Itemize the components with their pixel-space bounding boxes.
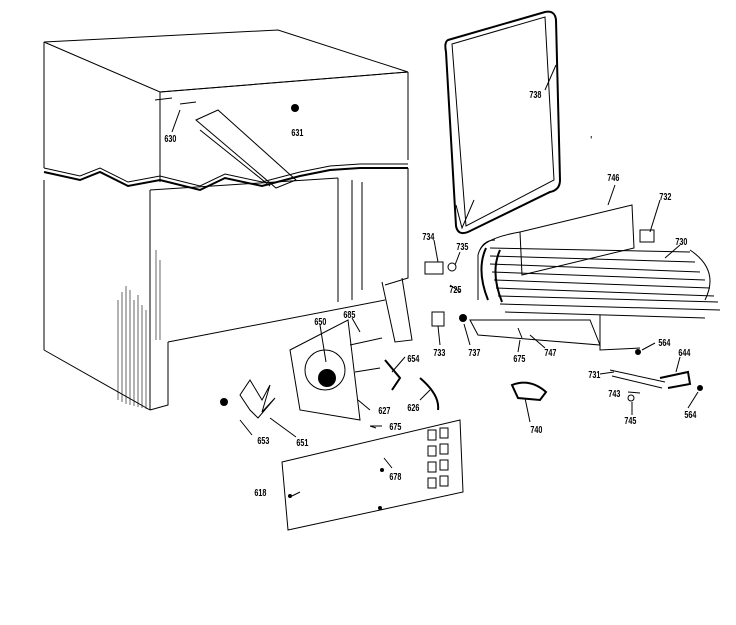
label-675b: 675: [389, 421, 401, 432]
label-738: 738: [529, 89, 541, 100]
label-653: 653: [257, 435, 269, 446]
label-651: 651: [296, 437, 308, 448]
label-654: 654: [407, 353, 419, 364]
label-740: 740: [530, 424, 542, 435]
label-731: 731: [588, 369, 600, 380]
label-730: 730: [675, 236, 687, 247]
leader-lines: [171, 64, 699, 497]
label-618: 618: [254, 487, 266, 498]
tick-mark: ': [590, 134, 592, 145]
label-733: 733: [433, 347, 445, 358]
fan-assembly: [220, 319, 440, 421]
label-678: 678: [389, 471, 401, 482]
label-626: 626: [407, 402, 419, 413]
condenser-coil: [424, 204, 721, 351]
label-564b: 564: [684, 409, 696, 420]
label-564a: 564: [658, 337, 670, 348]
label-685: 685: [343, 309, 355, 320]
part-labels: 630 631 738 746 732 734 735 730 725 685 …: [164, 89, 696, 498]
back-panel: [281, 419, 464, 531]
label-732: 732: [659, 191, 671, 202]
label-737: 737: [468, 347, 480, 358]
label-746: 746: [607, 172, 619, 183]
label-627: 627: [378, 405, 390, 416]
label-734: 734: [422, 231, 434, 242]
label-747: 747: [544, 347, 556, 358]
label-745: 745: [624, 415, 636, 426]
label-725: 725: [449, 284, 461, 295]
label-735: 735: [456, 241, 468, 252]
label-650: 650: [314, 316, 326, 327]
door-gasket-frame: [444, 10, 562, 235]
cabinet: [43, 29, 413, 411]
misc-small-parts: [369, 327, 703, 429]
label-631: 631: [291, 127, 303, 138]
label-743: 743: [608, 388, 620, 399]
label-630: 630: [164, 133, 176, 144]
label-644: 644: [678, 347, 690, 358]
label-675a: 675: [513, 353, 525, 364]
